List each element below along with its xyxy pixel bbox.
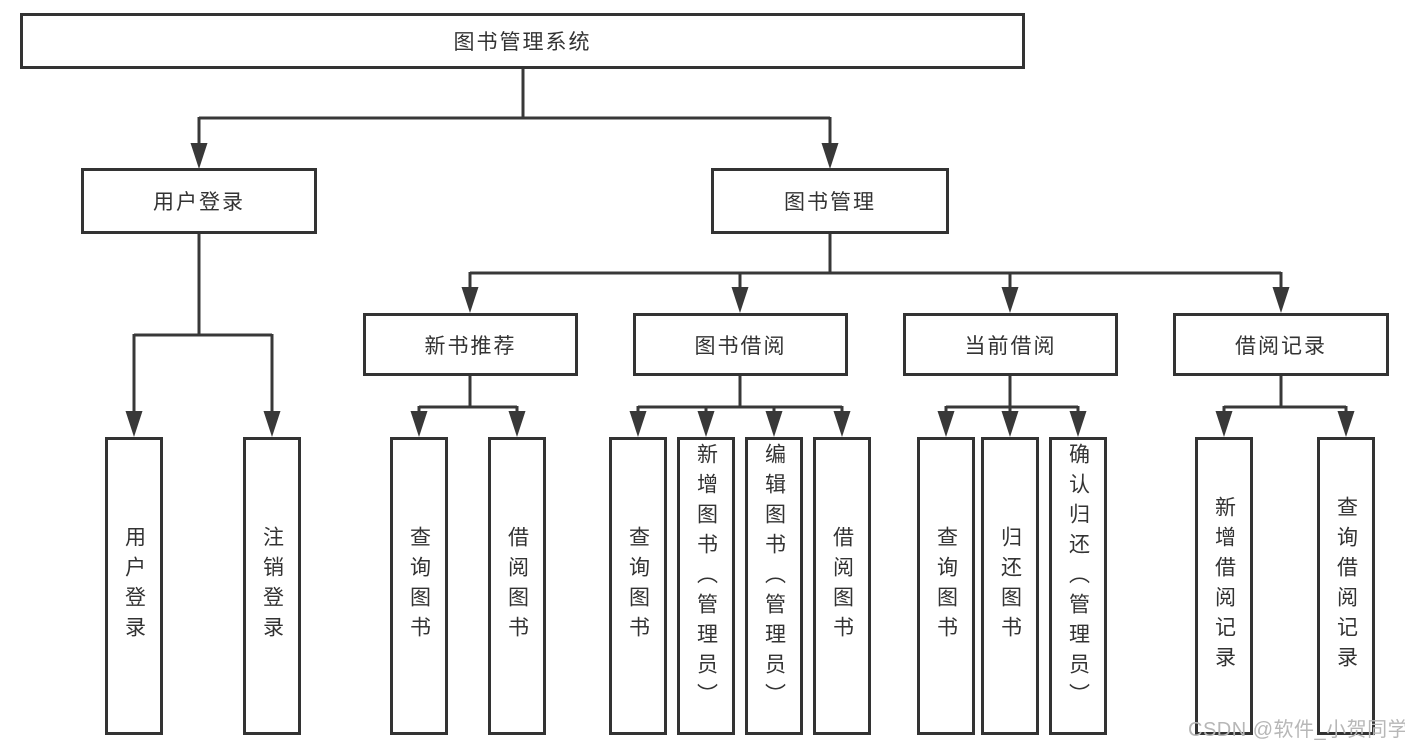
connector-book-borrow [629,376,851,437]
leaf-query-books-borrow: 查询图书 [609,437,667,735]
node-new-book-recommend: 新书推荐 [363,313,578,376]
leaf-label: 借阅图书 [505,526,529,646]
leaf-label: 用户登录 [122,526,146,646]
leaf-borrow-books-borrow: 借阅图书 [813,437,871,735]
connector-user-login [125,234,281,437]
leaf-label: 确认归还（管理员） [1066,443,1090,713]
connector-borrow-records [1215,376,1355,437]
leaf-confirm-return-admin: 确认归还（管理员） [1049,437,1107,735]
connector-new-book-recommend [410,376,526,437]
leaf-edit-book-admin: 编辑图书（管理员） [745,437,803,735]
leaf-label: 查询图书 [407,526,431,646]
node-library-management-system: 图书管理系统 [20,13,1025,69]
leaf-label: 借阅图书 [830,526,854,646]
node-label: 当前借阅 [964,334,1057,358]
csdn-watermark: CSDN @软件_小贺同学 [1188,719,1405,741]
node-current-borrow: 当前借阅 [903,313,1118,376]
node-label: 图书管理 [784,191,876,214]
leaf-label: 新增图书（管理员） [694,443,718,713]
leaf-user-login: 用户登录 [105,437,163,735]
leaf-label: 编辑图书（管理员） [762,443,786,713]
leaf-return-book: 归还图书 [981,437,1039,735]
leaf-borrow-books-recommend: 借阅图书 [488,437,546,735]
node-user-login: 用户登录 [81,168,317,234]
node-label: 图书管理系统 [453,31,592,54]
node-borrow-records: 借阅记录 [1173,313,1389,376]
leaf-label: 查询借阅记录 [1334,496,1358,676]
node-label: 新书推荐 [424,334,517,358]
node-label: 图书借阅 [694,334,787,358]
leaf-add-borrow-record: 新增借阅记录 [1195,437,1253,735]
connector-root [190,69,839,169]
leaf-add-book-admin: 新增图书（管理员） [677,437,735,735]
node-book-borrow: 图书借阅 [633,313,848,376]
leaf-label: 查询图书 [934,526,958,646]
connector-current-borrow [937,376,1087,437]
leaf-label: 注销登录 [260,526,284,646]
connector-book-management [461,234,1290,313]
node-book-management: 图书管理 [711,168,949,234]
leaf-query-books-current: 查询图书 [917,437,975,735]
leaf-label: 新增借阅记录 [1212,496,1236,676]
leaf-query-books-recommend: 查询图书 [390,437,448,735]
node-label: 用户登录 [153,191,245,214]
leaf-logout: 注销登录 [243,437,301,735]
leaf-query-borrow-record: 查询借阅记录 [1317,437,1375,735]
leaf-label: 查询图书 [626,526,650,646]
leaf-label: 归还图书 [998,526,1022,646]
node-label: 借阅记录 [1235,334,1327,358]
